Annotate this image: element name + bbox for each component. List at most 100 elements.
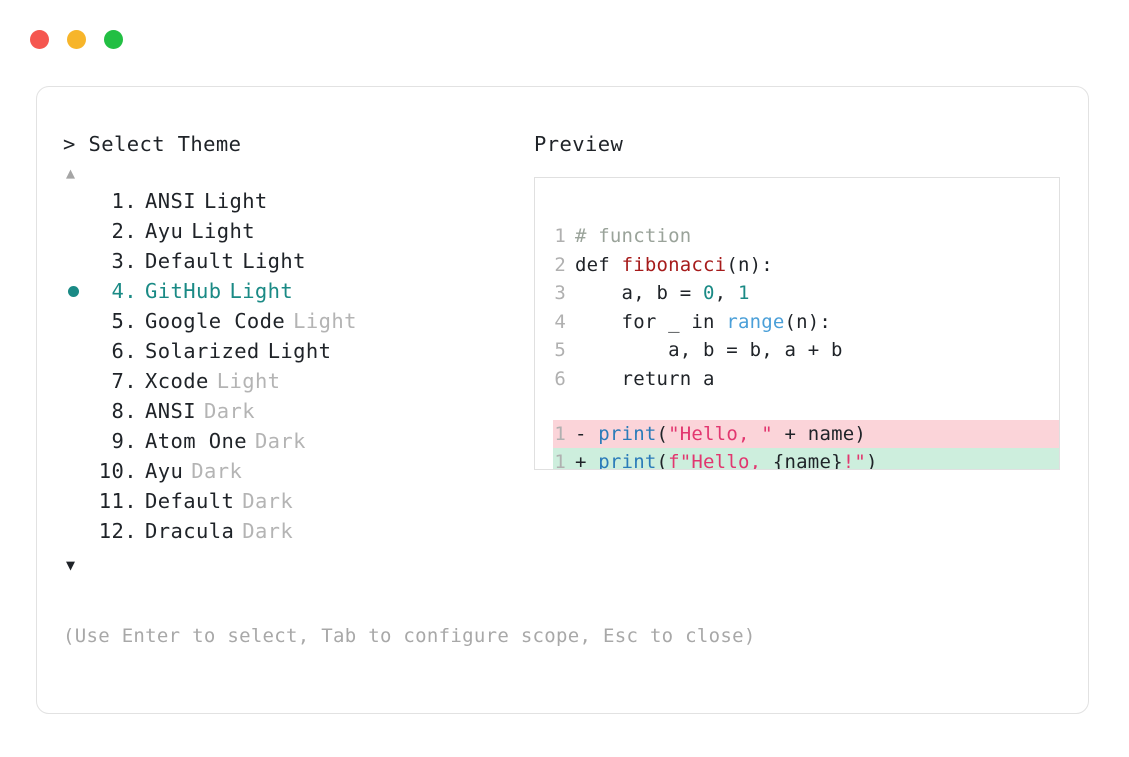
line-number: 1 bbox=[554, 451, 566, 470]
theme-list-item[interactable]: 12. Dracula Dark bbox=[63, 519, 533, 549]
theme-item-number: 8. bbox=[111, 399, 137, 423]
close-window-button[interactable] bbox=[30, 30, 49, 49]
code-token: + name) bbox=[772, 422, 867, 445]
theme-list-item[interactable]: 1. ANSI Light bbox=[63, 189, 533, 219]
code-token: , bbox=[714, 282, 738, 305]
code-token: 1 bbox=[737, 282, 750, 305]
theme-item-number: 4. bbox=[111, 279, 137, 303]
code-token: def bbox=[575, 253, 622, 276]
theme-list-item[interactable]: 3. Default Light bbox=[63, 249, 533, 279]
theme-item-name: Default bbox=[145, 489, 235, 513]
theme-item-variant: Dark bbox=[191, 459, 243, 483]
code-token: ( bbox=[656, 422, 669, 445]
diff-line-del: 1- print("Hello, " + name) bbox=[553, 419, 1059, 449]
code-line: 2 def fibonacci(n): bbox=[553, 251, 1059, 280]
code-token: !" bbox=[842, 451, 867, 470]
theme-list-item[interactable]: 2. Ayu Light bbox=[63, 219, 533, 249]
line-number: 4 bbox=[554, 310, 566, 333]
theme-item-number: 6. bbox=[111, 339, 137, 363]
theme-item-name: Ayu bbox=[145, 459, 184, 483]
theme-list-item[interactable]: 10. Ayu Dark bbox=[63, 459, 533, 489]
line-number: 3 bbox=[554, 282, 566, 305]
code-token: print bbox=[598, 422, 657, 445]
keyboard-hint-text: (Use Enter to select, Tab to configure s… bbox=[63, 625, 756, 647]
maximize-window-button[interactable] bbox=[104, 30, 123, 49]
code-token: ( bbox=[656, 451, 669, 470]
diff-sign: - bbox=[575, 422, 599, 445]
code-token: f"Hello, bbox=[668, 451, 773, 470]
theme-item-variant: Dark bbox=[242, 519, 294, 543]
code-token: a, b = bbox=[575, 282, 704, 305]
theme-item-name: Atom One bbox=[145, 429, 247, 453]
theme-item-name: Xcode bbox=[145, 369, 209, 393]
theme-item-number: 7. bbox=[111, 369, 137, 393]
theme-item-name: GitHub bbox=[145, 279, 222, 303]
preview-label: Preview bbox=[534, 132, 624, 156]
diff-line-add: 1 + print(f"Hello, {name}!") bbox=[553, 448, 1059, 470]
code-line: 4 for _ in range(n): bbox=[553, 308, 1059, 337]
line-number: 1 bbox=[554, 422, 566, 445]
theme-item-variant: Light bbox=[242, 249, 306, 273]
theme-list-item[interactable]: 9. Atom One Dark bbox=[63, 429, 533, 459]
code-token: "Hello, " bbox=[668, 422, 773, 445]
theme-item-variant: Dark bbox=[242, 489, 294, 513]
theme-item-number: 2. bbox=[111, 219, 137, 243]
code-token: ) bbox=[866, 451, 878, 470]
code-token: (n): bbox=[784, 310, 832, 333]
code-token: # function bbox=[575, 225, 692, 247]
theme-list-item[interactable]: 7. Xcode Light bbox=[63, 369, 533, 399]
theme-item-number: 9. bbox=[111, 429, 137, 453]
line-number: 2 bbox=[554, 253, 566, 276]
theme-item-number: 3. bbox=[111, 249, 137, 273]
theme-item-name: ANSI bbox=[145, 189, 196, 213]
theme-list-item[interactable]: 6. Solarized Light bbox=[63, 339, 533, 369]
theme-item-variant: Light bbox=[267, 339, 332, 363]
theme-item-name: Ayu bbox=[145, 219, 184, 243]
theme-item-number: 10. bbox=[98, 459, 137, 483]
window-traffic-lights bbox=[30, 30, 123, 49]
scroll-down-icon[interactable]: ▼ bbox=[66, 556, 76, 574]
diff-sign: + bbox=[575, 451, 599, 470]
theme-item-variant: Light bbox=[216, 369, 281, 393]
code-line: 5 a, b = b, a + b bbox=[553, 336, 1059, 365]
theme-list-item[interactable]: 11. Default Dark bbox=[63, 489, 533, 519]
theme-item-number: 1. bbox=[111, 189, 137, 213]
code-line: 1 # function bbox=[553, 222, 1059, 251]
code-line: 3 a, b = 0, 1 bbox=[553, 279, 1059, 308]
code-blank-line bbox=[553, 394, 1059, 420]
code-token: for _ in bbox=[575, 310, 727, 333]
theme-item-number: 5. bbox=[111, 309, 137, 333]
line-number: 1 bbox=[554, 225, 566, 247]
code-token: print bbox=[598, 451, 657, 470]
code-token: range bbox=[726, 310, 785, 333]
minimize-window-button[interactable] bbox=[67, 30, 86, 49]
theme-item-name: Solarized bbox=[145, 339, 260, 363]
selected-dot bbox=[68, 286, 79, 297]
line-number: 5 bbox=[554, 339, 566, 362]
page-title: > Select Theme bbox=[63, 132, 242, 156]
scroll-up-icon[interactable]: ▲ bbox=[66, 164, 76, 182]
theme-item-variant: Light bbox=[203, 189, 268, 213]
theme-item-name: Dracula bbox=[145, 519, 235, 543]
line-number: 6 bbox=[554, 367, 566, 390]
theme-item-name: Default bbox=[145, 249, 235, 273]
code-token: return a bbox=[575, 367, 715, 390]
code-token: 0 bbox=[703, 282, 715, 305]
theme-item-name: Google Code bbox=[145, 309, 286, 333]
theme-item-number: 11. bbox=[98, 489, 137, 513]
code-token: {name} bbox=[772, 451, 843, 470]
theme-item-variant: Light bbox=[191, 219, 255, 243]
theme-item-variant: Dark bbox=[254, 429, 306, 453]
theme-item-number: 12. bbox=[98, 519, 137, 543]
code-token: (n): bbox=[726, 253, 773, 276]
code-token: fibonacci bbox=[621, 253, 727, 276]
code-line: 6 return a bbox=[553, 365, 1059, 394]
